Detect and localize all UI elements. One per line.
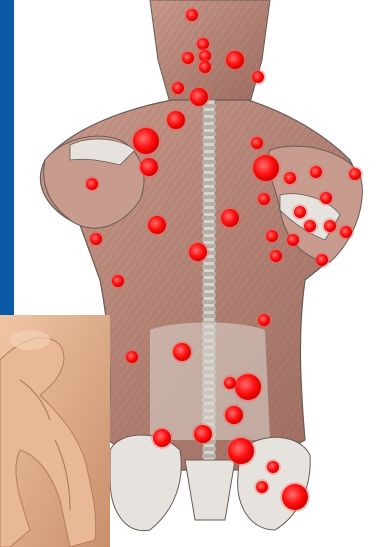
trigger-point-marker xyxy=(252,71,264,83)
trigger-point-marker xyxy=(140,158,158,176)
trigger-point-marker xyxy=(126,351,138,363)
vertebra xyxy=(202,447,216,451)
trigger-point-marker xyxy=(316,254,328,266)
vertebra xyxy=(202,146,216,150)
trigger-point-marker xyxy=(86,178,98,190)
trigger-point-marker xyxy=(153,429,171,447)
vertebra xyxy=(202,209,216,213)
trigger-point-marker xyxy=(235,374,261,400)
vertebra xyxy=(202,272,216,276)
trigger-point-marker xyxy=(267,461,279,473)
trigger-point-marker xyxy=(256,481,268,493)
blue-frame-stripe xyxy=(0,0,14,320)
trigger-point-marker xyxy=(324,220,336,232)
vertebra xyxy=(202,139,216,143)
vertebra xyxy=(202,454,216,458)
trigger-point-marker xyxy=(258,193,270,205)
trigger-point-marker xyxy=(270,250,282,262)
trigger-point-marker xyxy=(284,172,296,184)
vertebra xyxy=(202,174,216,178)
vertebra xyxy=(202,132,216,136)
trigger-point-marker xyxy=(224,377,236,389)
trigger-point-marker xyxy=(173,343,191,361)
vertebra xyxy=(202,279,216,283)
trigger-point-marker xyxy=(251,137,263,149)
trigger-point-marker xyxy=(304,220,316,232)
vertebra xyxy=(202,314,216,318)
vertebra xyxy=(202,300,216,304)
vertebra xyxy=(202,195,216,199)
trigger-point-marker xyxy=(221,209,239,227)
vertebra xyxy=(202,202,216,206)
trigger-point-marker xyxy=(310,166,322,178)
trigger-point-marker xyxy=(226,51,244,69)
trigger-point-marker xyxy=(349,168,361,180)
trigger-point-marker xyxy=(186,9,198,21)
trigger-point-marker xyxy=(258,314,270,326)
hand-photo xyxy=(0,315,110,547)
trigger-point-marker xyxy=(199,61,211,73)
trigger-point-marker xyxy=(266,230,278,242)
trigger-point-marker xyxy=(294,206,306,218)
trigger-point-marker xyxy=(182,52,194,64)
trigger-point-marker xyxy=(340,226,352,238)
trigger-point-marker xyxy=(167,111,185,129)
vertebra xyxy=(202,111,216,115)
trigger-point-marker xyxy=(190,88,208,106)
trigger-point-marker xyxy=(320,192,332,204)
vertebra xyxy=(202,181,216,185)
vertebra xyxy=(202,216,216,220)
trigger-point-marker xyxy=(189,243,207,261)
vertebra xyxy=(202,230,216,234)
trigger-point-marker xyxy=(225,406,243,424)
trigger-point-marker xyxy=(197,38,209,50)
trigger-point-marker xyxy=(133,128,159,154)
vertebra xyxy=(202,160,216,164)
trigger-point-marker xyxy=(172,82,184,94)
vertebra xyxy=(202,307,216,311)
sacrum xyxy=(185,460,235,520)
vertebra xyxy=(202,223,216,227)
trigger-point-marker xyxy=(253,155,279,181)
vertebra xyxy=(202,265,216,269)
trigger-point-marker xyxy=(112,275,124,287)
pelvis-left xyxy=(110,435,181,531)
vertebra xyxy=(202,118,216,122)
vertebra xyxy=(202,125,216,129)
vertebra xyxy=(202,167,216,171)
vertebra xyxy=(202,153,216,157)
trigger-point-marker xyxy=(228,438,254,464)
trigger-point-marker xyxy=(90,233,102,245)
vertebra xyxy=(202,293,216,297)
vertebra xyxy=(202,286,216,290)
vertebra xyxy=(202,237,216,241)
trigger-point-marker xyxy=(148,216,166,234)
vertebra xyxy=(202,188,216,192)
trigger-point-marker xyxy=(287,234,299,246)
trigger-point-marker xyxy=(194,425,212,443)
trigger-point-marker xyxy=(282,484,308,510)
